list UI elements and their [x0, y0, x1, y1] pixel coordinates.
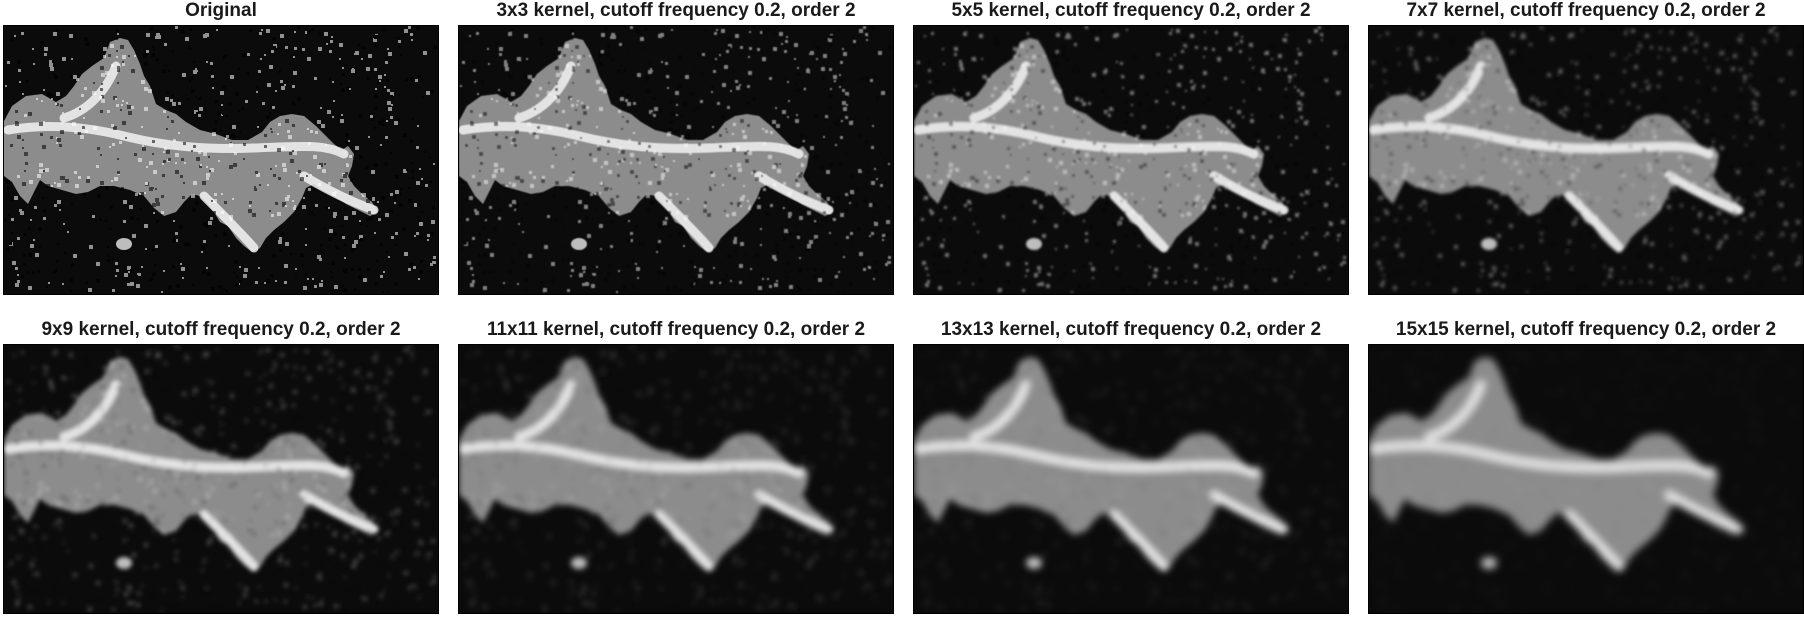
- panel-title: 13x13 kernel, cutoff frequency 0.2, orde…: [940, 319, 1322, 340]
- filtered-image-3x3: [459, 26, 893, 294]
- panel-title: 15x15 kernel, cutoff frequency 0.2, orde…: [1395, 319, 1777, 340]
- bright-spot: [116, 557, 132, 569]
- filtered-image-7x7: [1369, 26, 1803, 294]
- rock-ridge: [1209, 171, 1289, 215]
- panel-image: [3, 344, 439, 614]
- filtered-image-13x13: [914, 345, 1348, 613]
- bright-spot: [1026, 238, 1042, 250]
- rock-ridge: [1109, 510, 1169, 572]
- rock-ridge: [199, 510, 259, 572]
- filtered-image-9x9: [4, 345, 438, 613]
- bright-spot: [1026, 557, 1042, 569]
- rock-ridge: [514, 380, 576, 442]
- image-content: [914, 26, 1347, 293]
- panel-image: [913, 344, 1349, 614]
- rock-ridge: [1664, 171, 1744, 215]
- filtered-image-5x5: [914, 26, 1348, 294]
- speckle-noise: [4, 26, 437, 293]
- image-content: [4, 345, 437, 612]
- rock-ridge: [299, 171, 379, 215]
- rock-ridge: [459, 441, 804, 478]
- speckle-noise: [914, 26, 1347, 293]
- panel-title: 3x3 kernel, cutoff frequency 0.2, order …: [496, 0, 856, 21]
- panel-image: [458, 25, 894, 295]
- rock-ridge: [754, 490, 834, 534]
- panel-title: 9x9 kernel, cutoff frequency 0.2, order …: [41, 319, 401, 340]
- panel-image: [913, 25, 1349, 295]
- panel-image: [458, 344, 894, 614]
- panel-image: [1368, 25, 1804, 295]
- image-content: [1369, 26, 1802, 293]
- rock-ridge: [1109, 191, 1169, 253]
- rock-ridge: [1664, 490, 1744, 534]
- rock-ridge: [1424, 61, 1486, 123]
- rock-ridge: [59, 61, 121, 123]
- rock-ridge: [1564, 191, 1624, 253]
- speckle-noise: [4, 345, 437, 612]
- rock-ridge: [1209, 490, 1289, 534]
- rock-ridge: [4, 122, 349, 159]
- rock-ridge: [199, 191, 259, 253]
- rock-ridge: [914, 122, 1259, 159]
- rock-ridge: [1369, 441, 1714, 478]
- speckle-noise: [459, 345, 892, 612]
- bright-spot: [1481, 557, 1497, 569]
- panel-image: [1368, 344, 1804, 614]
- speckle-noise: [1369, 26, 1802, 293]
- bright-spot: [571, 557, 587, 569]
- rock-ridge: [59, 380, 121, 442]
- speckle-noise: [459, 26, 892, 293]
- panel-image: [3, 25, 439, 295]
- filtered-image-11x11: [459, 345, 893, 613]
- image-content: [4, 26, 437, 293]
- rock-ridge: [914, 441, 1259, 478]
- image-content: [459, 26, 892, 293]
- rock-ridge: [514, 61, 576, 123]
- rock-ridge: [754, 171, 834, 215]
- rock-ridge: [1424, 380, 1486, 442]
- bright-spot: [1481, 238, 1497, 250]
- panel-title: Original: [185, 0, 257, 21]
- panel-title: 7x7 kernel, cutoff frequency 0.2, order …: [1406, 0, 1766, 21]
- rock-ridge: [654, 510, 714, 572]
- filtered-image-15x15: [1369, 345, 1803, 613]
- speckle-noise: [1369, 345, 1802, 612]
- rock-ridge: [969, 61, 1031, 123]
- image-content: [1369, 345, 1802, 612]
- panel-title: 11x11 kernel, cutoff frequency 0.2, orde…: [486, 319, 866, 340]
- panel-title: 5x5 kernel, cutoff frequency 0.2, order …: [951, 0, 1311, 21]
- rock-ridge: [299, 490, 379, 534]
- noisy-image-original: [4, 26, 438, 294]
- bright-spot: [116, 238, 132, 250]
- rock-ridge: [969, 380, 1031, 442]
- rock-ridge: [1369, 122, 1714, 159]
- rock-ridge: [654, 191, 714, 253]
- speckle-noise: [914, 345, 1347, 612]
- bright-spot: [571, 238, 587, 250]
- rock-ridge: [4, 441, 349, 478]
- rock-ridge: [459, 122, 804, 159]
- image-content: [459, 345, 892, 612]
- image-content: [914, 345, 1347, 612]
- rock-ridge: [1564, 510, 1624, 572]
